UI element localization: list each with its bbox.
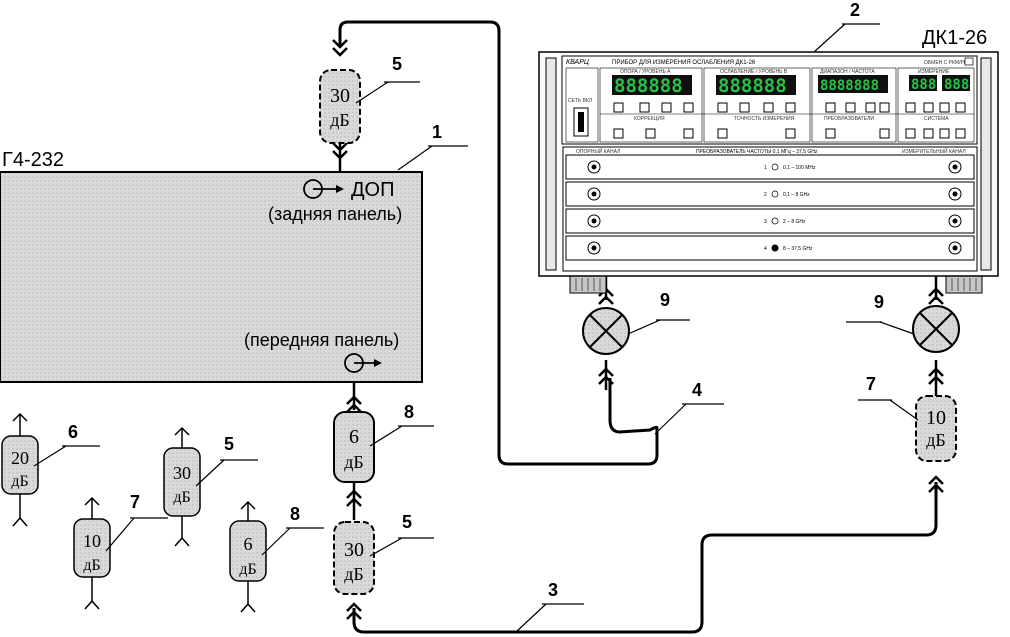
band-2-index: 2 — [764, 192, 767, 198]
device-dk1-26: КВАРЦ ПРИБОР ДЛЯ ИЗМЕРЕНИЯ ОСЛАБЛЕНИЯ ДК… — [538, 51, 999, 294]
band-1-index: 1 — [764, 165, 767, 171]
attenuator-bottom-30-number: 5 — [402, 512, 412, 532]
attenuator-right-10-number: 7 — [866, 374, 876, 394]
attenuator-top-30-number: 5 — [392, 54, 402, 74]
device-brand: КВАРЦ — [566, 59, 589, 66]
left-channel-label: ОПОРНЫЙ КАНАЛ — [576, 147, 620, 155]
svg-text:дБ: дБ — [344, 452, 364, 472]
display-meas-2: 888 — [944, 77, 969, 93]
band-3-range: 2 – 8 GHz — [783, 219, 806, 225]
display-b: 888888 — [718, 75, 787, 97]
svg-text:дБ: дБ — [330, 110, 350, 130]
spare-attenuator-10-number: 7 — [130, 492, 140, 512]
connector-chevrons — [332, 39, 944, 620]
display-label-freq: ДИАПАЗОН / ЧАСТОТА — [820, 69, 875, 75]
attenuator-bottom-30: 30 дБ — [333, 521, 375, 595]
band-3-index: 3 — [764, 219, 767, 225]
section-correction: КОРРЕКЦИЯ — [634, 116, 665, 122]
svg-text:10: 10 — [83, 531, 101, 551]
svg-text:6: 6 — [244, 534, 253, 554]
spare-attenuator-10: 10 дБ — [73, 496, 111, 610]
band-1-range: 0,1 – 100 MHz — [783, 165, 816, 171]
section-accuracy: ТОЧНОСТЬ ИЗМЕРЕНИЯ — [734, 116, 795, 122]
spare-attenuator-6-number: 8 — [290, 504, 300, 524]
svg-text:30: 30 — [173, 463, 191, 483]
cable-3-number: 3 — [548, 580, 558, 600]
spare-attenuator-20-number: 6 — [68, 422, 78, 442]
attenuator-top-30: 30 дБ — [319, 69, 361, 144]
svg-text:30: 30 — [330, 85, 350, 107]
generator-box — [0, 171, 423, 383]
device-remote-label: ОБМЕН С РКМ/РКМ — [924, 60, 971, 66]
section-converters: ПРЕОБРАЗОВАТЕЛИ — [824, 116, 874, 122]
front-panel-label: (передняя панель) — [244, 330, 399, 350]
converter-bands: 1 0,1 – 100 MHz 2 0,1 – 8 GHz 3 2 – 8 GH… — [565, 154, 975, 261]
svg-text:10: 10 — [926, 407, 946, 429]
display-freq: 8888888 — [820, 78, 879, 94]
spare-attenuator-30-number: 5 — [224, 434, 234, 454]
mixer-left — [582, 307, 630, 355]
band-2-range: 0,1 – 8 GHz — [783, 192, 810, 198]
svg-text:дБ: дБ — [173, 489, 190, 506]
device-number: 2 — [850, 0, 860, 20]
display-meas-1: 888 — [911, 77, 936, 93]
generator-number: 1 — [432, 122, 442, 142]
mixer-right-number: 9 — [874, 292, 884, 312]
display-label-a: ОПОРА / УРОВЕНЬ A — [620, 69, 671, 75]
spare-attenuator-20: 20 дБ — [1, 412, 39, 527]
mixer-right — [912, 305, 960, 353]
cable-3 — [352, 482, 938, 634]
front-port-icon — [344, 353, 382, 373]
right-channel-label: ИЗМЕРИТЕЛЬНЫЙ КАНАЛ — [902, 147, 966, 155]
svg-text:6: 6 — [349, 426, 359, 448]
svg-text:дБ: дБ — [83, 557, 100, 574]
attenuator-front-6: 6 дБ — [333, 411, 375, 483]
attenuator-right-10: 10 дБ — [915, 395, 957, 462]
spare-attenuator-30: 30 дБ — [163, 426, 201, 547]
display-label-meas: ИЗМЕРЕНИЕ — [918, 69, 950, 75]
power-label: СЕТЬ ВКЛ — [568, 98, 592, 104]
rear-port-label: ДОП — [351, 179, 394, 201]
svg-text:20: 20 — [11, 448, 29, 468]
cable-4-number: 4 — [692, 380, 702, 400]
converter-title: ПРЕОБРАЗОВАТЕЛЬ ЧАСТОТЫ 0,1 МГц – 37,5 G… — [696, 149, 818, 155]
section-system: СИСТЕМА — [924, 116, 949, 122]
svg-text:30: 30 — [344, 539, 364, 561]
rear-port-icon — [303, 179, 344, 199]
band-4-range: 8 – 37,5 GHz — [783, 246, 813, 252]
cable-4 — [608, 378, 659, 434]
spare-attenuator-6: 6 дБ — [229, 500, 267, 613]
svg-text:дБ: дБ — [11, 473, 28, 490]
display-a: 888888 — [614, 75, 683, 97]
svg-text:дБ: дБ — [239, 561, 256, 578]
attenuator-front-6-number: 8 — [404, 402, 414, 422]
cable-top — [338, 20, 659, 466]
svg-text:дБ: дБ — [926, 430, 946, 450]
front-buttons — [613, 102, 966, 139]
device-name: ДК1-26 — [922, 27, 987, 49]
band-4-index: 4 — [764, 246, 767, 252]
generator-name: Г4-232 — [2, 149, 64, 171]
rear-panel-label: (задняя панель) — [268, 204, 402, 224]
display-label-b: ОСЛАБЛЕНИЕ / УРОВЕНЬ B — [720, 69, 788, 75]
mixer-left-number: 9 — [660, 290, 670, 310]
svg-text:дБ: дБ — [344, 564, 364, 584]
device-title: ПРИБОР ДЛЯ ИЗМЕРЕНИЯ ОСЛАБЛЕНИЯ ДК1-26 — [612, 60, 756, 66]
